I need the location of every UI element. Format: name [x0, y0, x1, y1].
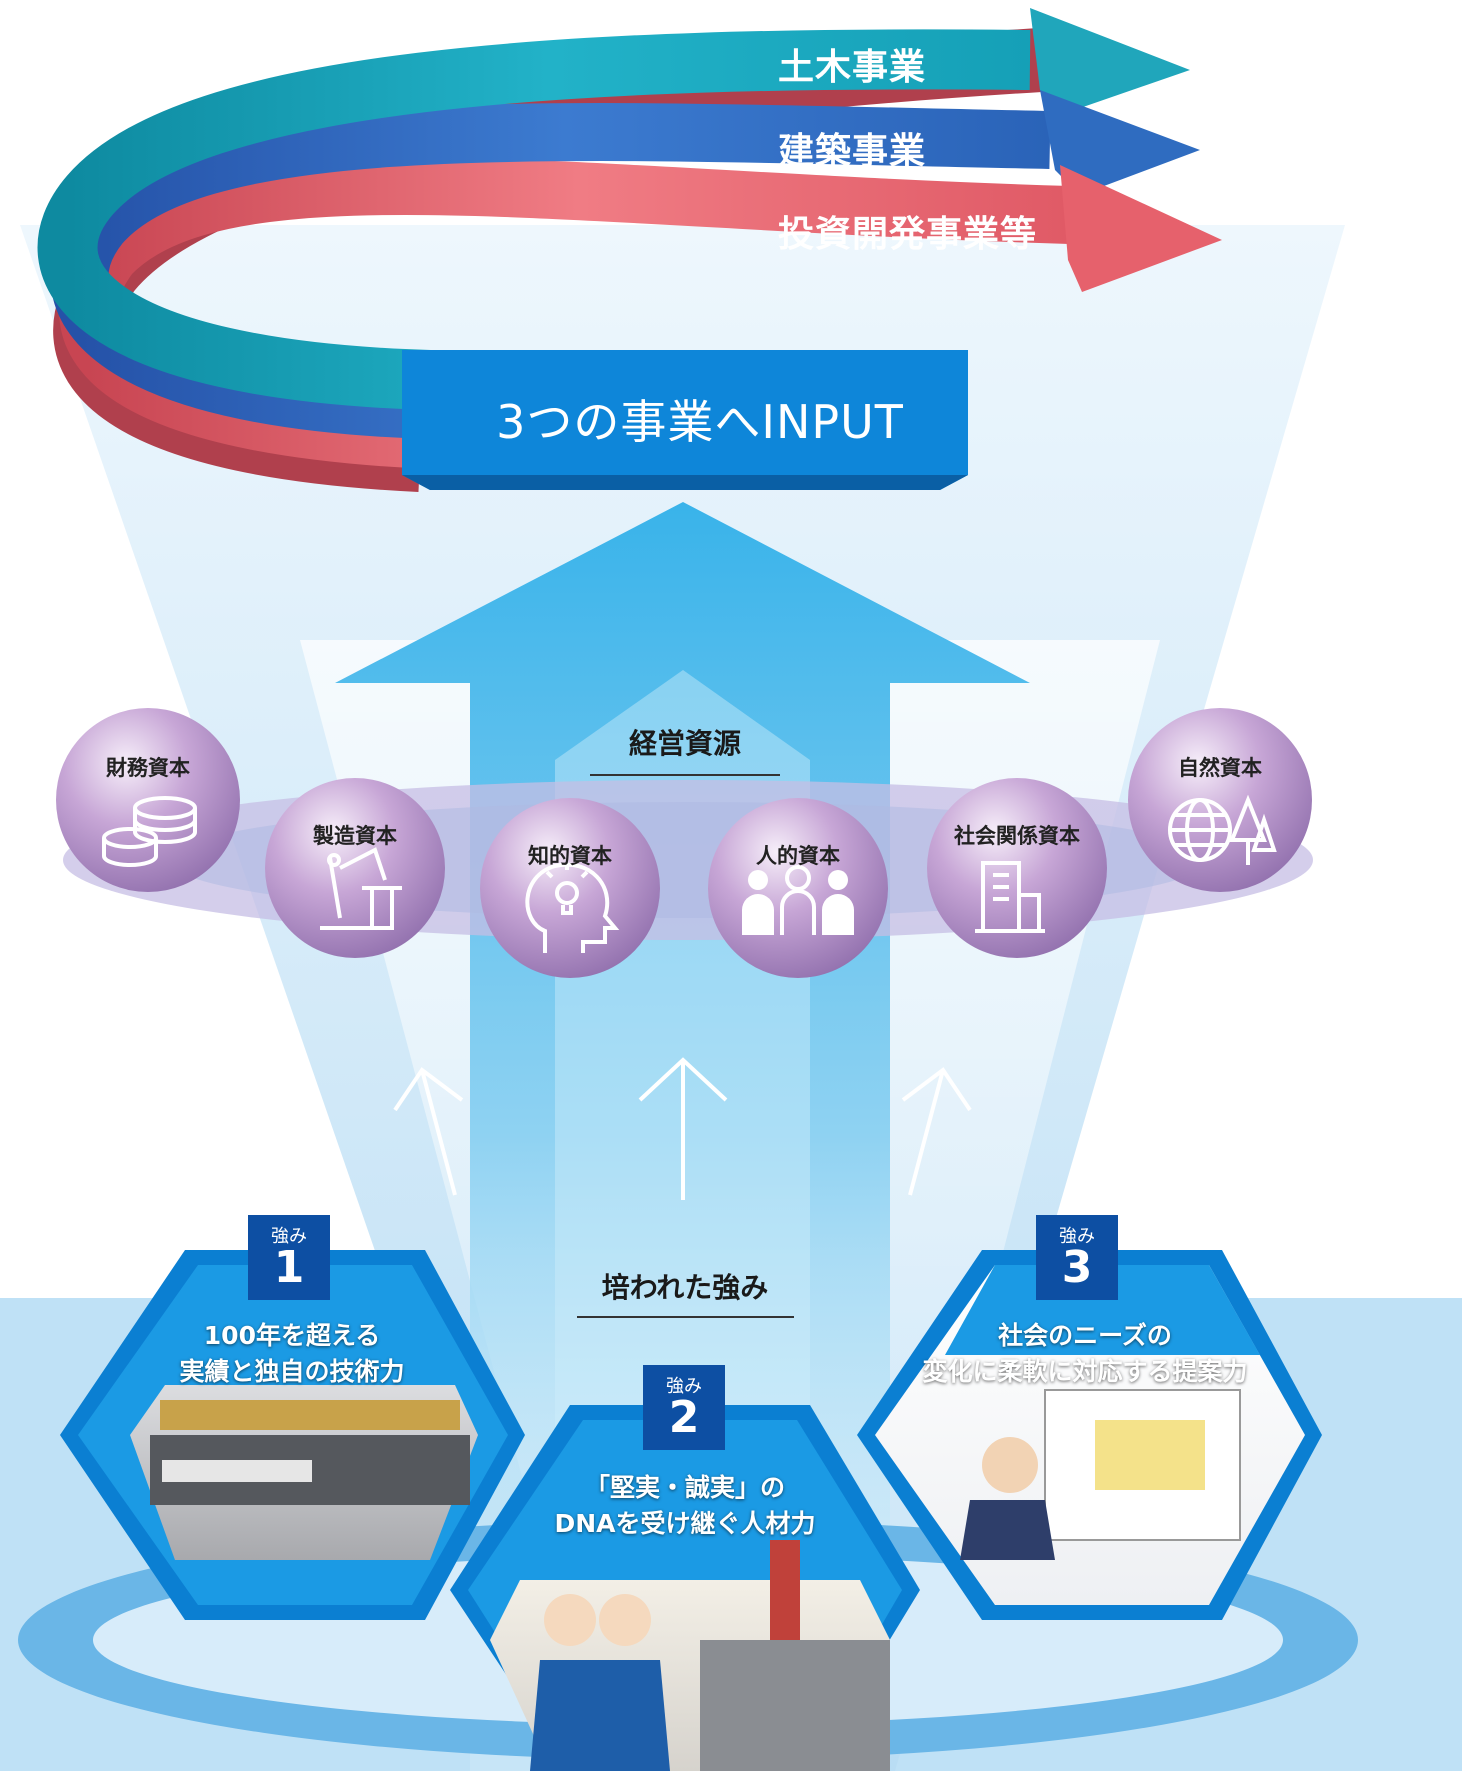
strength-hex-3 — [857, 1250, 1322, 1620]
building-icon — [975, 861, 1045, 933]
sphere-natural — [1128, 708, 1312, 892]
resource-label-social: 社会関係資本 — [954, 824, 1080, 848]
business-label-investment: 投資開発事業等 — [778, 214, 1038, 255]
input-banner-bg — [402, 350, 968, 490]
strength-2-badge-label: 強み — [666, 1376, 702, 1397]
input-banner-title: 3つの事業へINPUT — [496, 395, 904, 449]
resource-label-natural: 自然資本 — [1178, 756, 1262, 780]
resource-label-manufactured: 製造資本 — [313, 824, 397, 848]
arrowhead-cyan — [1030, 8, 1190, 115]
arrowhead-blue — [1040, 90, 1200, 195]
resources-title: 経営資源 — [628, 727, 741, 760]
strength-2-number: 2 — [668, 1392, 700, 1443]
strengths-title: 培われた強み — [601, 1271, 769, 1304]
sphere-manufactured — [265, 778, 445, 958]
strength-3-text-line: 社会のニーズの 変化に柔軟に対応する提案力 — [922, 1321, 1248, 1386]
small-up-arrows — [393, 1057, 972, 1200]
coins-icon — [102, 796, 197, 867]
arrowhead-red — [1060, 165, 1222, 292]
idea-head-icon — [525, 862, 620, 953]
resource-label-human: 人的資本 — [756, 844, 840, 868]
input-banner-edge — [402, 475, 968, 490]
people-icon — [742, 870, 854, 935]
crane-icon — [320, 847, 402, 930]
strength-1-text: 100年を超える 実績と独自の技術力 — [72, 1318, 512, 1390]
business-label-building: 建築事業 — [778, 131, 927, 172]
sphere-intellectual — [480, 798, 660, 978]
business-label-civil: 土木事業 — [778, 47, 927, 88]
strength-badges — [248, 1215, 1118, 1450]
strength-1-text-line: 100年を超える 実績と独自の技術力 — [179, 1321, 405, 1386]
resource-label-financial: 財務資本 — [106, 756, 190, 780]
strength-1-badge-label: 強み — [271, 1226, 307, 1247]
globe-tree-icon — [1168, 794, 1277, 865]
strength-2-text-line: 「堅実・誠実」の DNAを受け継ぐ人材力 — [554, 1473, 816, 1538]
strength-3-badge-label: 強み — [1059, 1226, 1095, 1247]
strength-hex-1 — [60, 1250, 525, 1620]
swirl-cyan-band — [37, 29, 1031, 410]
strength-1-number: 1 — [273, 1242, 305, 1293]
strength-3-number: 3 — [1061, 1242, 1093, 1293]
resource-label-intellectual: 知的資本 — [528, 844, 612, 868]
strength-3-text: 社会のニーズの 変化に柔軟に対応する提案力 — [865, 1318, 1305, 1390]
strength-2-text: 「堅実・誠実」の DNAを受け継ぐ人材力 — [465, 1470, 905, 1542]
strength-hex-2 — [450, 1405, 920, 1771]
people-icon-center — [780, 865, 816, 935]
resource-icons — [102, 794, 1277, 953]
